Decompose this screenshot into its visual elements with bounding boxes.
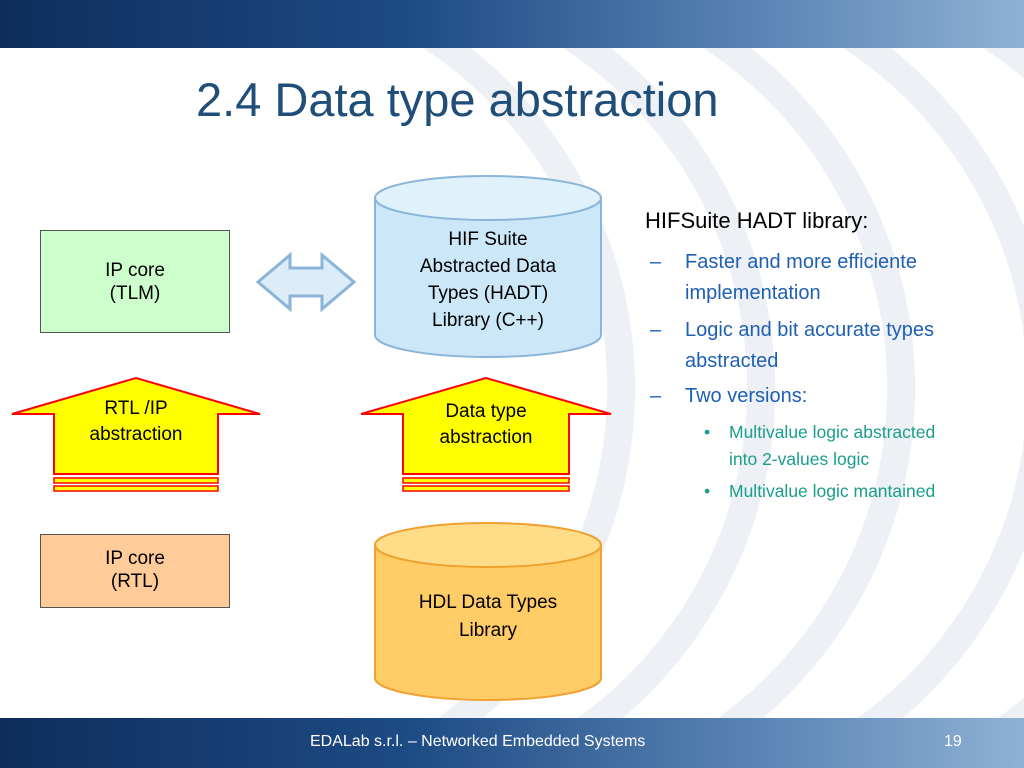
dash-icon: – <box>650 251 662 273</box>
ip-core-rtl-line2: (RTL) <box>110 571 160 592</box>
hif-cylinder-label: HIF Suite Abstracted Data Types (HADT) L… <box>375 226 601 334</box>
ip-core-tlm-line2: (TLM) <box>109 282 161 304</box>
bullet-icon: • <box>704 481 711 501</box>
data-type-arrow <box>360 376 612 492</box>
dash-icon: – <box>650 385 662 407</box>
rtl-arrow-line2: abstraction <box>89 424 183 445</box>
hif-line2: Abstracted Data <box>419 256 557 277</box>
right-panel-heading: HIFSuite HADT library: <box>645 208 869 233</box>
sub-list-item-line: Multivalue logic mantained <box>729 481 936 501</box>
data-arrow-line1: Data type <box>445 401 527 422</box>
hdl-cylinder <box>374 522 602 701</box>
slide-title: 2.4 Data type abstraction <box>196 73 719 126</box>
list-item-line: Logic and bit accurate types <box>685 319 935 341</box>
hdl-line1: HDL Data Types <box>418 592 558 613</box>
rtl-arrow-label: RTL /IP abstraction <box>54 396 218 448</box>
page-number: 19 <box>944 733 962 750</box>
list-item-line: abstracted <box>685 350 779 372</box>
double-arrow-icon <box>255 251 357 313</box>
hdl-line2: Library <box>458 620 518 641</box>
list-item-line: Faster and more efficiente <box>685 251 917 273</box>
ip-core-tlm-box: IP core (TLM) <box>40 230 230 333</box>
ip-core-rtl-line1: IP core <box>105 548 165 569</box>
hif-cylinder <box>374 175 602 358</box>
sub-list-item-line: into 2-values logic <box>729 449 870 469</box>
top-header-bar <box>0 0 1024 48</box>
ip-core-tlm-line1: IP core <box>105 259 165 281</box>
bullet-icon: • <box>704 422 711 442</box>
footer-text: EDALab s.r.l. – Networked Embedded Syste… <box>310 733 646 750</box>
diagram-canvas <box>11 175 612 701</box>
hif-line3: Types (HADT) <box>427 283 549 304</box>
data-arrow-label: Data type abstraction <box>403 399 569 451</box>
rtl-arrow-line1: RTL /IP <box>104 398 168 419</box>
data-arrow-line2: abstraction <box>439 427 533 448</box>
rtl-ip-arrow <box>11 376 261 492</box>
footer-bar <box>0 718 1024 768</box>
list-item-line: implementation <box>685 282 821 304</box>
hif-line4: Library (C++) <box>432 310 544 331</box>
dash-icon: – <box>650 319 662 341</box>
ip-core-rtl-box: IP core (RTL) <box>40 534 230 608</box>
hdl-cylinder-label: HDL Data Types Library <box>375 589 601 645</box>
hif-line1: HIF Suite <box>448 229 528 250</box>
list-item-line: Two versions: <box>685 385 808 407</box>
sub-list-item-line: Multivalue logic abstracted <box>729 422 936 442</box>
